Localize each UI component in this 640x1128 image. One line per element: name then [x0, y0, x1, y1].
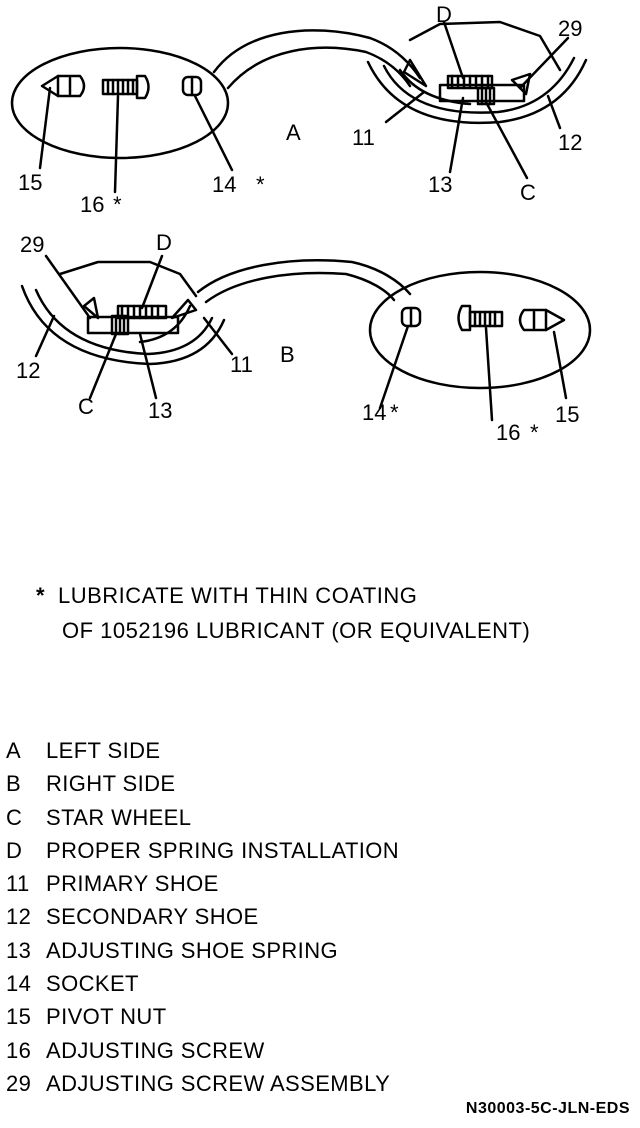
legend-item: D PROPER SPRING INSTALLATION — [6, 834, 399, 867]
legend-item: 13 ADJUSTING SHOE SPRING — [6, 934, 399, 967]
drawing-code: N30003-5C-JLN-EDS — [465, 1100, 630, 1117]
legend-label: LEFT SIDE — [46, 738, 161, 763]
adjusting-screw-16a — [101, 74, 150, 100]
label-15-a: 15 — [18, 170, 42, 195]
label-29-b: 29 — [20, 232, 44, 257]
label-11-a: 11 — [352, 125, 375, 150]
label-14-a: 14 — [212, 172, 236, 197]
legend-item: 16 ADJUSTING SCREW — [6, 1034, 399, 1067]
asterisk-14-a: * — [256, 172, 265, 197]
label-b: B — [280, 342, 295, 367]
parts-legend: A LEFT SIDE B RIGHT SIDE C STAR WHEEL D PROP… — [6, 734, 399, 1100]
legend-key: 12 — [6, 904, 32, 930]
label-14-b: 14 — [362, 400, 386, 425]
legend-key: 15 — [6, 1004, 32, 1030]
label-11-b: 11 — [230, 352, 253, 377]
legend-key: 16 — [6, 1037, 32, 1063]
note-line-1: * LUBRICATE WITH THIN COATING — [36, 578, 530, 613]
label-13-a: 13 — [428, 172, 452, 197]
legend-key: 29 — [6, 1070, 32, 1096]
legend-label: SOCKET — [46, 971, 139, 997]
legend-label: PIVOT NUT — [46, 1004, 167, 1030]
legend-item: 15 PIVOT NUT — [6, 1000, 399, 1033]
legend-key: A — [6, 738, 22, 763]
legend-label: ADJUSTING SHOE SPRING — [46, 937, 338, 963]
legend-key: C — [6, 804, 23, 830]
legend-key: B — [6, 771, 22, 797]
legend-key: 13 — [6, 937, 32, 963]
view-b — [20, 254, 592, 422]
primary-shoe-11a — [398, 68, 472, 106]
legend-label: ADJUSTING SCREW — [46, 1037, 265, 1063]
legend-item: C STAR WHEEL — [6, 801, 399, 834]
legend-item: 11 PRIMARY SHOE — [6, 867, 399, 900]
connector-b — [196, 259, 412, 296]
legend-item: 14 SOCKET — [6, 967, 399, 1000]
adjusting-screw-assembly-b — [86, 304, 180, 336]
legend-label: STAR WHEEL — [46, 804, 192, 830]
label-12-a: 12 — [558, 130, 582, 155]
legend-key: 11 — [6, 871, 30, 897]
label-16-a: 16 — [80, 192, 104, 217]
asterisk-14-b: * — [390, 400, 399, 425]
legend-item: 12 SECONDARY SHOE — [6, 900, 399, 933]
legend-label: SECONDARY SHOE — [46, 904, 259, 930]
note-text-1: LUBRICATE WITH THIN COATING — [58, 583, 418, 608]
note-line-2: OF 1052196 LUBRICANT (OR EQUIVALENT) — [62, 618, 531, 643]
label-a: A — [286, 120, 301, 145]
legend-key: D — [6, 837, 23, 863]
socket-14b — [400, 306, 422, 328]
label-d-b: D — [156, 230, 172, 255]
pivot-nut-15a — [40, 74, 86, 98]
legend-label: PROPER SPRING INSTALLATION — [46, 837, 400, 863]
adjusting-screw-16b — [457, 304, 504, 332]
pivot-nut-15b — [518, 308, 566, 332]
label-c-a: C — [520, 180, 536, 205]
legend-label: PRIMARY SHOE — [46, 871, 219, 897]
lubrication-note: * LUBRICATE WITH THIN COATING OF 1052196 … — [36, 578, 530, 648]
label-d-a: D — [436, 2, 452, 27]
exploded-bubble-b — [368, 270, 592, 390]
label-13-b: 13 — [148, 398, 172, 423]
legend-label: RIGHT SIDE — [46, 771, 176, 797]
label-15-b: 15 — [555, 402, 579, 427]
legend-item: 29 ADJUSTING SCREW ASSEMBLY — [6, 1067, 399, 1100]
legend-label: ADJUSTING SCREW ASSEMBLY — [46, 1070, 391, 1096]
label-29-a: 29 — [558, 16, 582, 41]
asterisk-16-b: * — [530, 420, 539, 445]
connector-a — [212, 29, 422, 80]
label-c-b: C — [78, 394, 94, 419]
label-12-b: 12 — [16, 358, 40, 383]
secondary-shoe-12a — [366, 58, 588, 125]
brake-adjuster-diagram: D 29 A 11 12 15 14 * 13 C 16 * D 29 B 11… — [10, 2, 592, 445]
legend-item: B RIGHT SIDE — [6, 767, 399, 800]
exploded-bubble-a — [10, 46, 230, 160]
note-asterisk: * — [36, 583, 46, 608]
secondary-shoe-12b — [20, 284, 226, 366]
label-16-b: 16 — [496, 420, 520, 445]
socket-14a — [181, 75, 203, 97]
legend-key: 14 — [6, 971, 32, 997]
legend-item: A LEFT SIDE — [6, 734, 399, 767]
view-a — [10, 20, 588, 194]
asterisk-16-a: * — [113, 192, 122, 217]
